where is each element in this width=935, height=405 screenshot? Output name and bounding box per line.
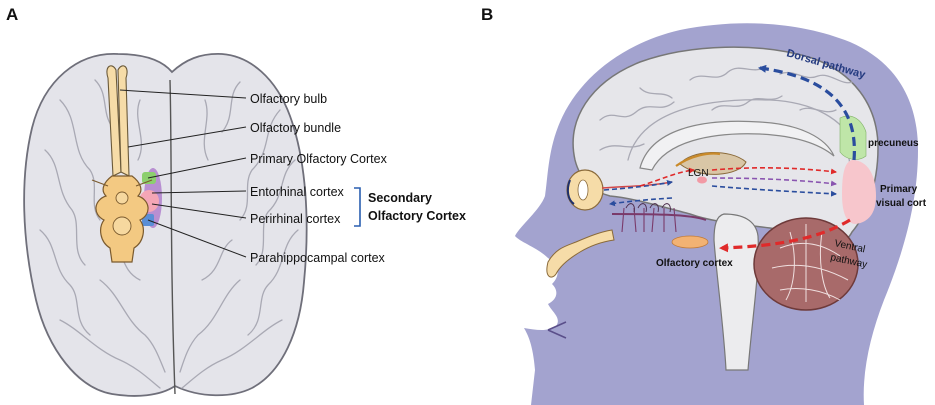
longitudinal-fissure [169, 79, 176, 395]
panel-a-letter: A [6, 5, 18, 24]
label-olfactory-bundle: Olfactory bundle [250, 121, 341, 135]
cerebellum [753, 217, 859, 311]
label-perirhinal-cortex: Perirhinal cortex [250, 212, 341, 226]
label-olfactory-cortex: Olfactory cortex [656, 258, 733, 269]
ventral-pathway-arrow [719, 218, 851, 253]
olfactory-tracts [106, 65, 130, 177]
secondary-bracket [354, 187, 361, 227]
lgn-region [697, 176, 707, 184]
panel-b-letter: B [481, 5, 493, 24]
corpus-callosum [639, 120, 835, 171]
eye [566, 169, 673, 211]
label-primary-visual-line1: Primary [880, 184, 918, 195]
primary-visual-region [842, 160, 876, 224]
label-primary-olfactory-cortex: Primary Olfactory Cortex [250, 152, 388, 166]
olfactory-cortex-region [671, 235, 709, 249]
brain-ventral-view [23, 53, 308, 397]
label-secondary-line1: Secondary [368, 191, 432, 205]
label-olfactory-bulb: Olfactory bulb [250, 92, 327, 106]
panel-b: B [481, 5, 927, 405]
nasal-structure [546, 229, 615, 278]
label-parahippocampal-cortex: Parahippocampal cortex [250, 251, 386, 265]
label-primary-visual-line2: visual cort [876, 198, 927, 209]
brain-gyri [39, 79, 299, 389]
label-lgn: LGN [688, 168, 709, 179]
label-secondary-line2: Olfactory Cortex [368, 209, 466, 223]
panel-a: A [6, 5, 466, 397]
brain-sagittal [572, 46, 879, 247]
brainstem [713, 213, 759, 371]
label-precuneus: precuneus [868, 138, 919, 149]
visual-pathway-arrows [603, 167, 837, 207]
dorsal-pathway-arrow [758, 64, 856, 161]
mouth-line [547, 321, 567, 339]
olfactory-nerve [611, 203, 707, 233]
label-entorhinal-cortex: Entorhinal cortex [250, 185, 345, 199]
leader-lines-a [119, 89, 247, 258]
